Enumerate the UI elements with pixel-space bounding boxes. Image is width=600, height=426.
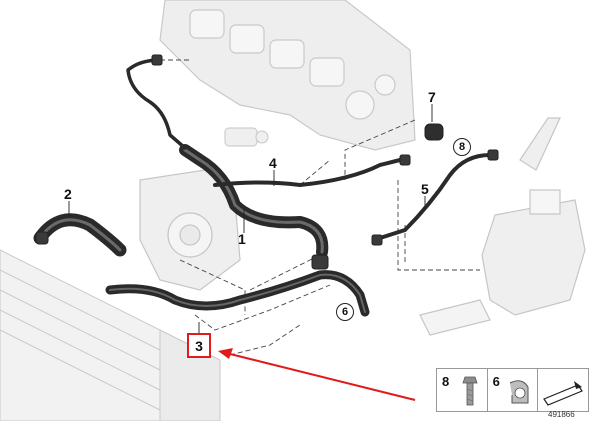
callout-2: 2: [64, 186, 72, 202]
radiator-ghost: [0, 249, 221, 422]
expansion-tank-ghost: [419, 117, 586, 336]
bolt-icon: [462, 376, 478, 406]
legend-wedge: [538, 369, 588, 411]
hose-5: [378, 153, 492, 240]
water-pump-ghost: [139, 169, 241, 291]
engine-head-ghost: [159, 0, 416, 151]
hose-clip-icon: [509, 380, 529, 404]
thermostat-ghost: [224, 127, 269, 147]
hose-4: [213, 158, 402, 187]
callout-3: 3: [195, 337, 203, 354]
red-arrow: [218, 348, 416, 401]
coolant-hoses: [33, 58, 492, 317]
callout-7: 7: [428, 89, 436, 105]
legend-clip-number: 6: [492, 374, 500, 389]
hose-connectors: [35, 54, 499, 270]
legend-clip: 6: [488, 369, 539, 411]
callout-leaders: [68, 104, 433, 333]
vent-line: [126, 58, 187, 150]
hose-1-highlight: [183, 148, 324, 254]
callout-1: 1: [238, 231, 246, 247]
callout-6-circled: 6: [336, 303, 354, 321]
callout-4: 4: [269, 155, 277, 171]
parts-legend: 8 6: [436, 368, 589, 412]
wedge-shim-icon: [543, 381, 584, 406]
hose-2-inner: [38, 218, 122, 252]
dashed-leader-lines: [160, 59, 480, 356]
highlighted-callout-3: 3: [187, 333, 211, 358]
callout-8-circled: 8: [453, 138, 471, 156]
legend-bolt: 8: [437, 369, 488, 411]
diagram-id: 491866: [548, 410, 575, 419]
legend-bolt-number: 8: [442, 374, 450, 389]
hose-3: [105, 270, 370, 317]
hose-3-inner: [109, 273, 366, 313]
callout-5: 5: [421, 181, 429, 197]
